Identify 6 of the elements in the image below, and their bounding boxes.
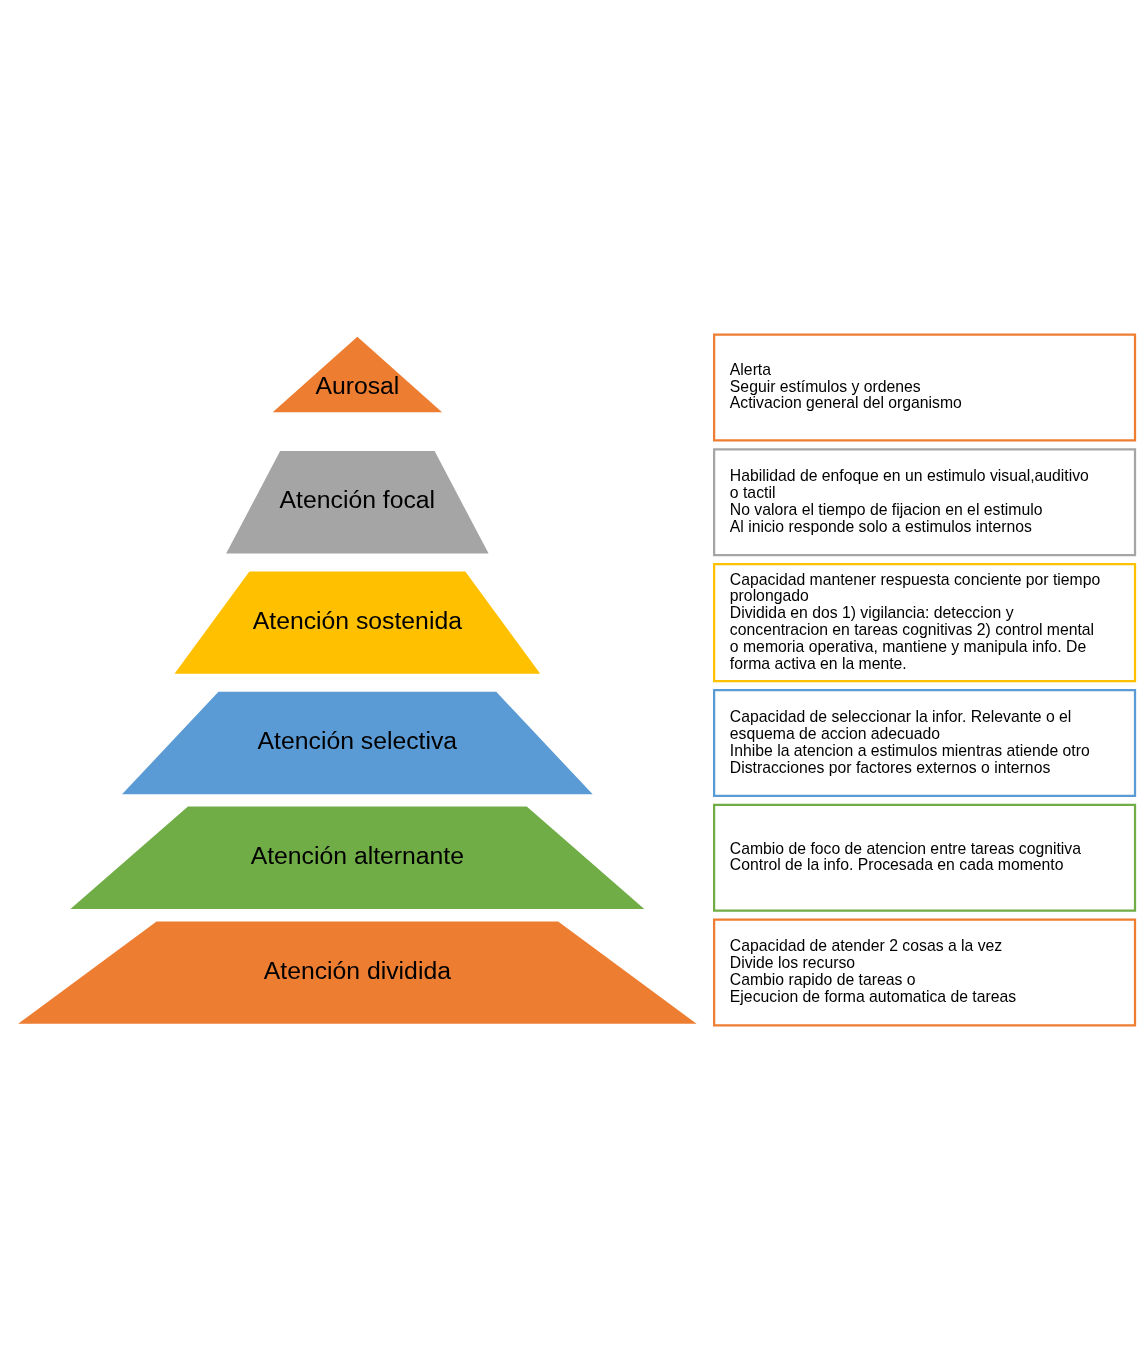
node-box: Habilidad de enfoque en un estimulo visual,auditivo o tactil No valora el tiempo de fijacion en el estimulo Al inicio responde solo a estimulos internos: [713, 448, 1137, 557]
node-box: Alerta Seguir estímulos y ordenes Activacion general del organismo: [713, 333, 1137, 442]
node-box: Capacidad de atender 2 cosas a la vez Divide los recurso Cambio rapido de tareas o Ejecucion de forma automatica de tareas: [713, 918, 1137, 1027]
node-box: Cambio de foco de atencion entre tareas cognitiva Control de la info. Procesada en cada momento: [713, 803, 1137, 912]
node-box: Capacidad mantener respuesta conciente por tiempo prolongado Dividida en dos 1) vigilancia: deteccion y concentracion en tareas cognitivas 2) control mental o memoria operativa, mantiene y manipula info. De forma activa en la mente.: [713, 562, 1137, 683]
node-box: Capacidad de seleccionar la infor. Relevante o el esquema de accion adecuado Inhibe la atencion a estimulos mientras atiende otro Distracciones por factores externos o internos: [713, 689, 1137, 798]
